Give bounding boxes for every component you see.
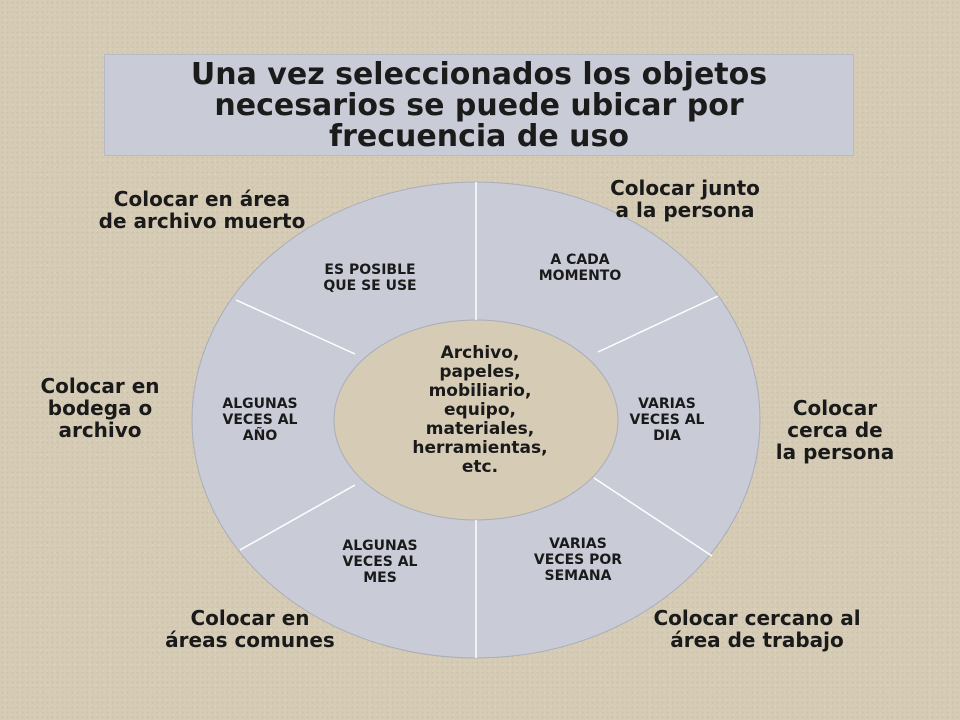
segment-label-algunas-mes: ALGUNAS VECES AL MES: [342, 538, 418, 586]
divider-lower-left: [239, 484, 356, 551]
placement-label-areas-comunes: Colocar en áreas comunes: [165, 606, 335, 652]
divider-upper-left: [235, 299, 356, 355]
placement-label-bodega-archivo: Colocar en bodega o archivo: [40, 374, 160, 442]
slide-title: Una vez seleccionados los objetos necesa…: [190, 57, 768, 154]
title-box: Una vez seleccionados los objetos necesa…: [104, 54, 854, 156]
divider-lower-right: [593, 477, 713, 557]
divider-upper-right: [597, 295, 719, 353]
placement-label-archivo-muerto: Colocar en área de archivo muerto: [98, 187, 306, 233]
segment-label-es-posible: ES POSIBLE QUE SE USE: [323, 262, 417, 294]
placement-label-junto-persona: Colocar junto a la persona: [610, 176, 760, 222]
center-label: Archivo, papeles, mobiliario, equipo, ma…: [412, 343, 548, 477]
placement-label-cerca-persona: Colocar cerca de la persona: [775, 396, 895, 464]
segment-label-varias-semana: VARIAS VECES POR SEMANA: [533, 536, 623, 584]
segment-label-algunas-ano: ALGUNAS VECES AL AÑO: [222, 396, 298, 444]
segment-label-a-cada-momento: A CADA MOMENTO: [538, 252, 622, 284]
segment-label-varias-dia: VARIAS VECES AL DIA: [629, 396, 705, 444]
placement-label-area-trabajo: Colocar cercano al área de trabajo: [653, 606, 861, 652]
